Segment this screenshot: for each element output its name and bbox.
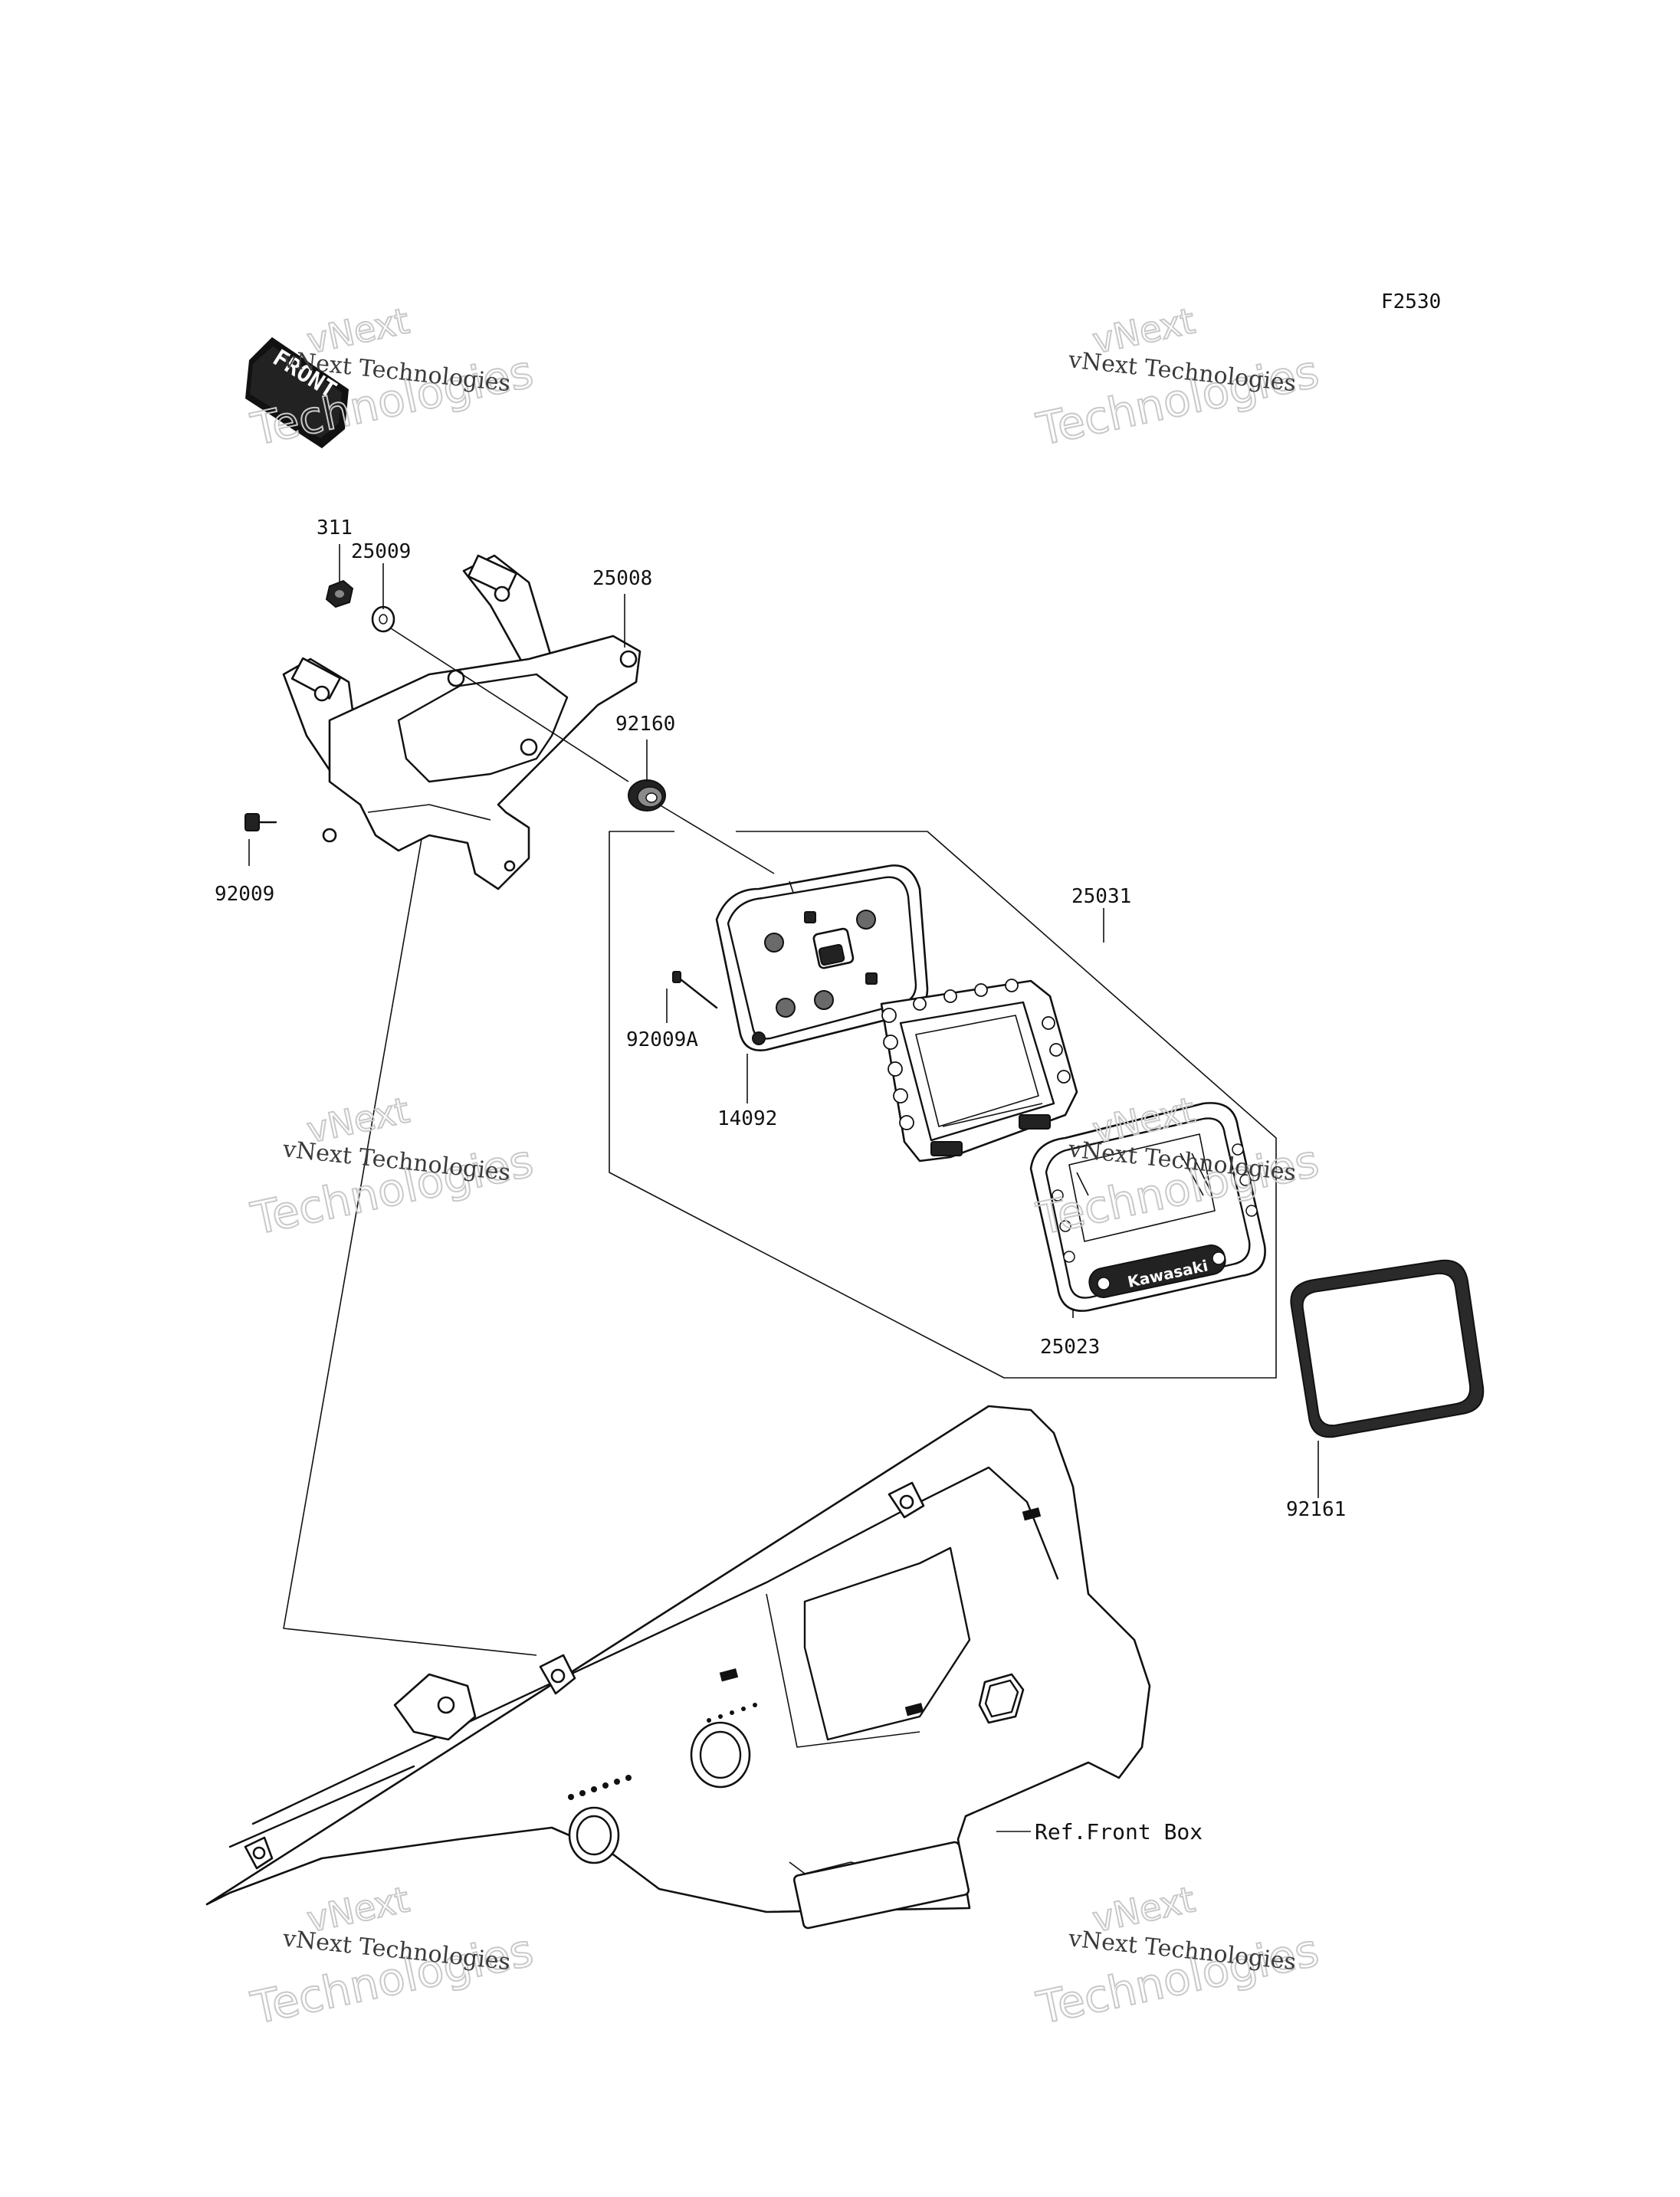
alignment-line xyxy=(390,628,629,782)
assembly-outline-25031 xyxy=(609,831,1277,1379)
projection-line xyxy=(283,838,537,1656)
front-box-panel xyxy=(205,1405,1151,1930)
nut-311 xyxy=(325,579,354,608)
fastener-marks xyxy=(568,1507,1042,1800)
label-311: 311 xyxy=(317,516,353,539)
label-92161: 92161 xyxy=(1286,1498,1346,1521)
label-25008: 25008 xyxy=(592,567,652,590)
label-14092: 14092 xyxy=(717,1107,777,1130)
washer-25009 xyxy=(371,605,395,633)
meter-case-14092 xyxy=(715,864,929,1052)
bolt-92009 xyxy=(244,813,277,831)
meter-bracket xyxy=(282,554,641,890)
alignment-line xyxy=(658,804,775,874)
watermark-mid-left: vNext Technologies vNext Technologies xyxy=(246,1088,539,1245)
meter-bezel-25023: Kawasaki xyxy=(1029,1102,1266,1312)
label-92009: 92009 xyxy=(215,883,274,906)
grommet-92160 xyxy=(628,779,666,812)
screw-92009A xyxy=(672,971,718,1009)
label-92160: 92160 xyxy=(615,713,675,736)
meter-unit xyxy=(880,979,1078,1162)
watermark-bottom-right: vNext Technologies vNext Technologies xyxy=(1032,1877,1324,2035)
figure-code: F2530 xyxy=(1381,290,1441,313)
label-ref-front-box: Ref.Front Box xyxy=(1035,1819,1203,1844)
label-25009: 25009 xyxy=(351,540,411,563)
seal-92161 xyxy=(1290,1259,1485,1438)
label-92009A: 92009A xyxy=(626,1028,698,1051)
label-25023: 25023 xyxy=(1040,1336,1100,1359)
watermark-bottom-left: vNext Technologies vNext Technologies xyxy=(246,1877,539,2035)
watermark-top-right: vNext Technologies vNext Technologies xyxy=(1032,299,1324,456)
label-25031: 25031 xyxy=(1071,885,1131,908)
